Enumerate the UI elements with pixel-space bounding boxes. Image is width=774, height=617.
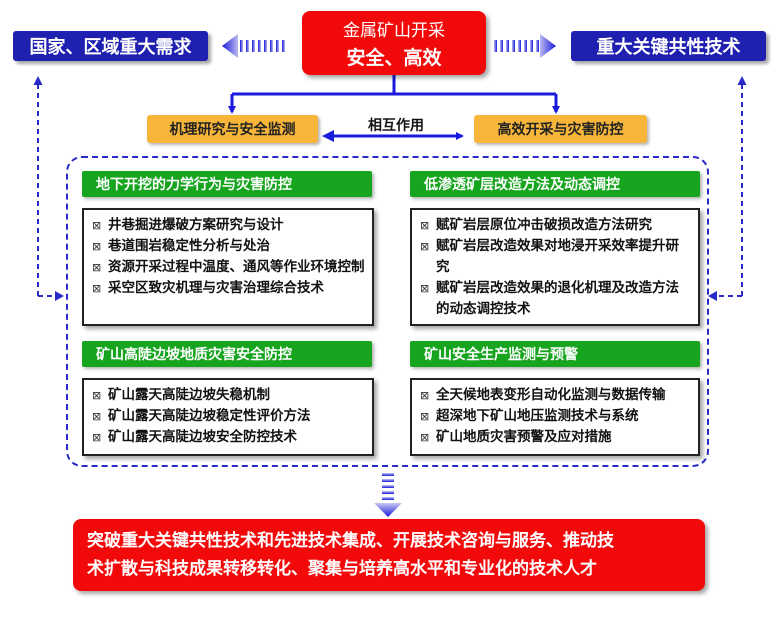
striped-arrow-right	[494, 34, 556, 58]
section-slope-label: 矿山高陡边坡地质灾害安全防控	[96, 347, 292, 363]
striped-arrow-down	[374, 473, 402, 517]
checkbox-icon: ⊠	[420, 431, 430, 444]
section-underground-panel: ⊠井巷掘进爆破方案研究与设计 ⊠巷道围岩稳定性分析与处治 ⊠资源开采过程中温度、…	[82, 208, 374, 326]
left-loop-head	[55, 291, 64, 301]
list-item: ⊠赋矿岩层改造效果的退化机理及改造方法的动态调控技术	[420, 280, 679, 317]
section-underground-label: 地下开挖的力学行为与灾害防控	[96, 177, 292, 193]
section-underground-title: 地下开挖的力学行为与灾害防控	[82, 171, 372, 197]
section-monitoring-title: 矿山安全生产监测与预警	[410, 341, 700, 367]
outcome-line2: 术扩散与科技成果转移转化、聚集与培养高水平和专业化的技术人才	[87, 559, 597, 579]
list-item: ⊠矿山地质灾害预警及应对措施	[418, 427, 692, 448]
left-feedback-loop	[33, 76, 62, 297]
research-areas-frame	[66, 156, 709, 467]
checkbox-icon: ⊠	[420, 219, 430, 232]
outcome-line1: 突破重大关键共性技术和先进技术集成、开展技术咨询与服务、推动技	[87, 531, 614, 551]
list-item: ⊠井巷掘进爆破方案研究与设计	[90, 215, 366, 236]
checkbox-icon: ⊠	[92, 282, 102, 295]
section-slope-title: 矿山高陡边坡地质灾害安全防控	[82, 341, 372, 367]
section-monitoring-panel: ⊠全天候地表变形自动化监测与数据传输 ⊠超深地下矿山地压监测技术与系统 ⊠矿山地…	[410, 378, 700, 456]
checkbox-icon: ⊠	[92, 410, 102, 423]
checkbox-icon: ⊠	[92, 219, 102, 232]
list-item: ⊠超深地下矿山地压监测技术与系统	[418, 406, 692, 427]
key-tech-label: 重大关键共性技术	[596, 37, 741, 58]
list-item: ⊠巷道围岩稳定性分析与处治	[90, 236, 366, 257]
core-goal-box: 金属矿山开采 安全、高效	[302, 11, 486, 75]
checkbox-icon: ⊠	[420, 240, 430, 253]
outcome-box: 突破重大关键共性技术和先进技术集成、开展技术咨询与服务、推动技 术扩散与科技成果…	[73, 519, 705, 591]
mechanism-monitoring-label: 机理研究与安全监测	[169, 122, 296, 138]
key-tech-box: 重大关键共性技术	[571, 31, 766, 61]
core-goal-line2: 安全、高效	[346, 47, 442, 69]
list-item: ⊠全天候地表变形自动化监测与数据传输	[418, 385, 692, 406]
section-lowperm-label: 低渗透矿层改造方法及动态调控	[424, 177, 620, 193]
branch-arrows	[228, 75, 560, 114]
list-item: ⊠采空区致灾机理与灾害治理综合技术	[90, 278, 366, 299]
checkbox-icon: ⊠	[420, 410, 430, 423]
list-item: ⊠资源开采过程中温度、通风等作业环境控制	[90, 257, 366, 278]
list-item: ⊠矿山露天高陡边坡失稳机制	[90, 385, 366, 406]
section-slope-panel: ⊠矿山露天高陡边坡失稳机制 ⊠矿山露天高陡边坡稳定性评价方法 ⊠矿山露天高陡边坡…	[82, 378, 374, 456]
checkbox-icon: ⊠	[420, 389, 430, 402]
efficient-mining-box: 高效开采与灾害防控	[474, 115, 647, 143]
core-goal-line1: 金属矿山开采	[343, 21, 445, 41]
checkbox-icon: ⊠	[92, 261, 102, 274]
checkbox-icon: ⊠	[92, 240, 102, 253]
section-monitoring-label: 矿山安全生产监测与预警	[424, 347, 578, 363]
section-lowperm-title: 低渗透矿层改造方法及动态调控	[410, 171, 700, 197]
checkbox-icon: ⊠	[420, 282, 430, 295]
efficient-mining-label: 高效开采与灾害防控	[497, 122, 624, 138]
right-feedback-loop	[710, 76, 747, 297]
demand-label: 国家、区域重大需求	[29, 37, 192, 58]
right-loop-head	[708, 291, 717, 301]
striped-arrow-left	[222, 34, 285, 58]
section-lowperm-panel: ⊠赋矿岩层原位冲击破损改造方法研究 ⊠赋矿岩层改造效果对地浸开采效率提升研究 ⊠…	[410, 208, 700, 326]
interaction-label: 相互作用	[368, 118, 424, 134]
list-item: ⊠矿山露天高陡边坡稳定性评价方法	[90, 406, 366, 427]
list-item: ⊠赋矿岩层原位冲击破损改造方法研究	[418, 215, 692, 236]
checkbox-icon: ⊠	[92, 389, 102, 402]
list-item: ⊠赋矿岩层改造效果对地浸开采效率提升研究	[420, 238, 679, 275]
checkbox-icon: ⊠	[92, 431, 102, 444]
list-item: ⊠矿山露天高陡边坡安全防控技术	[90, 427, 366, 448]
demand-box: 国家、区域重大需求	[13, 31, 208, 61]
mechanism-monitoring-box: 机理研究与安全监测	[147, 115, 318, 143]
interaction-arrow-left-head	[322, 130, 334, 142]
